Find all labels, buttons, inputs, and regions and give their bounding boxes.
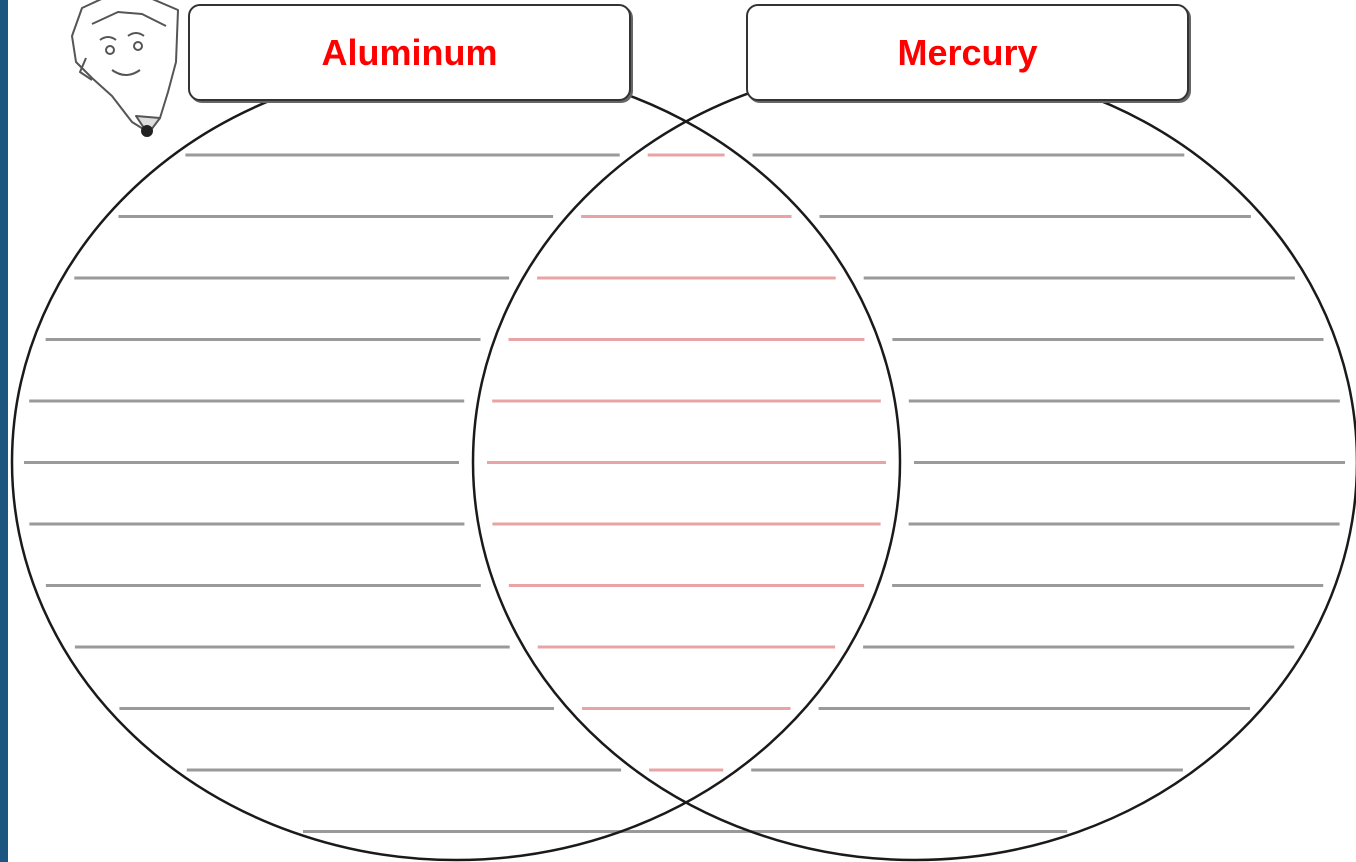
right-writing-lines bbox=[635, 155, 1345, 832]
left-writing-lines bbox=[24, 155, 737, 832]
pencil-character-icon bbox=[72, 0, 178, 136]
left-set-label: Aluminum bbox=[322, 32, 498, 74]
right-set-label: Mercury bbox=[897, 32, 1037, 74]
left-set-label-box: Aluminum bbox=[188, 4, 631, 101]
right-set-label-box: Mercury bbox=[746, 4, 1189, 101]
overlap-writing-lines bbox=[487, 155, 886, 770]
